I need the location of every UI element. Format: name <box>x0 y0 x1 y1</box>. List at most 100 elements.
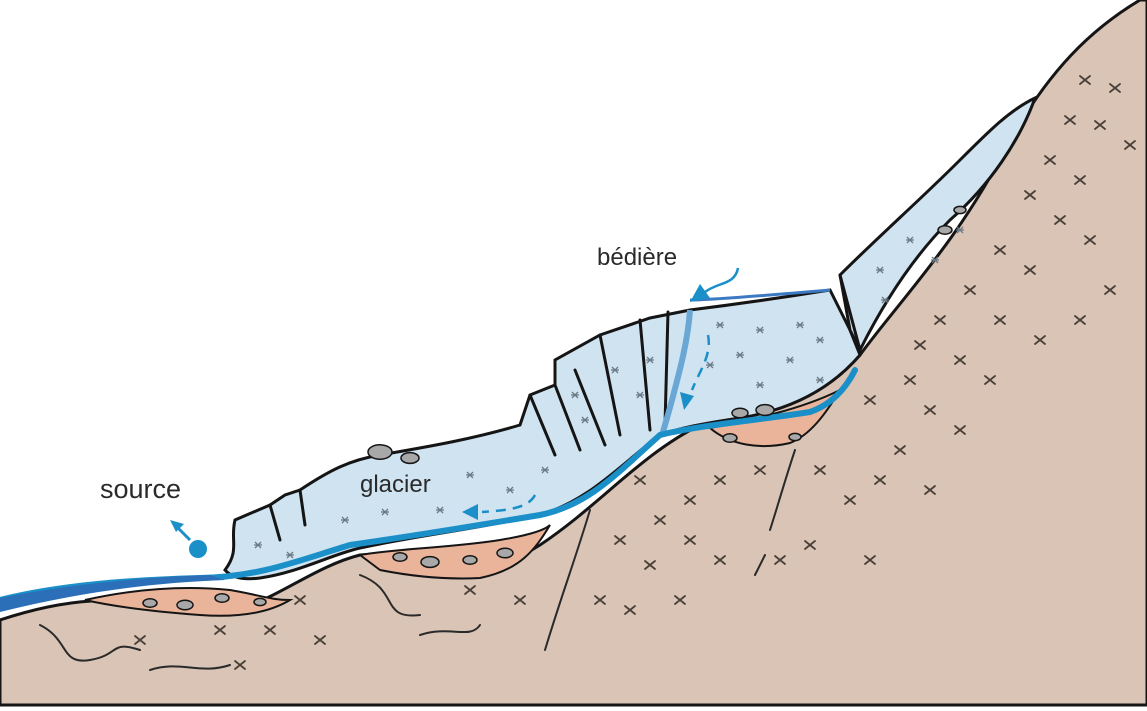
glacier-label: glacier <box>360 471 431 498</box>
ice-texture-mark <box>636 391 644 399</box>
ice-texture-mark <box>706 361 714 369</box>
bedrock-cross <box>914 340 926 350</box>
bedrock-cross <box>1104 285 1116 295</box>
ice-texture-mark <box>381 508 389 516</box>
bedrock-cross <box>264 625 276 635</box>
ice-texture <box>254 226 964 559</box>
bedrock-cross <box>954 355 966 365</box>
bedrock-cross <box>294 595 306 605</box>
bedrock-cross <box>314 635 326 645</box>
bedrock-cross <box>1079 75 1091 85</box>
boulder <box>420 555 440 569</box>
bedrock-cross <box>754 465 766 475</box>
boulder <box>214 593 230 603</box>
ice-texture-mark <box>254 541 262 549</box>
bedrock-cross <box>1024 190 1036 200</box>
ice-texture-mark <box>756 381 764 389</box>
bedrock-cross <box>924 405 936 415</box>
bedrock-cross <box>1074 175 1086 185</box>
crevasses <box>268 273 862 542</box>
boulder <box>731 407 749 419</box>
ice-texture-mark <box>816 336 824 344</box>
bedrock-cross <box>924 485 936 495</box>
bedrock-cross <box>614 535 626 545</box>
boulder <box>953 205 967 215</box>
boulder <box>722 433 738 443</box>
ice-texture-mark <box>611 366 619 374</box>
bedrock-cross <box>594 595 606 605</box>
bedrock-cross <box>1124 140 1136 150</box>
ice-texture-mark <box>506 486 514 494</box>
ice-texture-mark <box>541 466 549 474</box>
ice-texture-mark <box>466 471 474 479</box>
bedrock-cross <box>464 585 476 595</box>
boulder <box>400 451 420 465</box>
bedrock-cross <box>214 625 226 635</box>
bediere-label: bédière <box>597 244 677 271</box>
bedrock-cross <box>864 395 876 405</box>
bedrock-cross <box>1109 83 1121 93</box>
boulder <box>462 555 478 565</box>
ice-texture-mark <box>756 326 764 334</box>
bedrock-cross <box>234 660 246 670</box>
ice-texture-mark <box>816 376 824 384</box>
outflow-water <box>0 575 225 612</box>
bedrock-cross <box>1094 120 1106 130</box>
bedrock-cross <box>134 635 146 645</box>
moulin-channel <box>659 309 693 436</box>
water-flow-arrow <box>680 334 711 410</box>
boulders <box>142 205 967 611</box>
ice-texture-mark <box>786 356 794 364</box>
bedrock-cross <box>634 475 646 485</box>
bedrock-cross <box>684 495 696 505</box>
ice-texture-mark <box>341 516 349 524</box>
bedrock-cross <box>654 515 666 525</box>
bedrock-cross <box>1034 335 1046 345</box>
ice-texture-mark <box>436 506 444 514</box>
bedrock-texture-crosses <box>114 75 1136 670</box>
ice-texture-mark <box>956 226 964 234</box>
ice-texture-mark <box>571 391 579 399</box>
bedrock-cross <box>954 425 966 435</box>
boulder <box>253 597 267 607</box>
bedrock-cross <box>1044 155 1056 165</box>
boulder <box>755 403 775 417</box>
boulder <box>392 552 408 562</box>
boulder <box>496 547 514 559</box>
bedrock-cross <box>714 475 726 485</box>
water-flow-arrow <box>462 494 537 520</box>
boulder <box>367 444 393 460</box>
ice-texture-mark <box>286 551 294 559</box>
bedrock-cross <box>684 535 696 545</box>
bedrock-cross <box>1084 235 1096 245</box>
bedrock-cross <box>994 245 1006 255</box>
bedrock-cross <box>644 560 656 570</box>
bedrock-cross <box>1074 315 1086 325</box>
bedrock-cross <box>864 555 876 565</box>
bedrock-cross <box>774 555 786 565</box>
bedrock-cross <box>934 315 946 325</box>
bedrock-cross <box>984 375 996 385</box>
glacier-upper-ice <box>838 95 1038 354</box>
bedrock-cross <box>804 540 816 550</box>
bedrock-cross <box>964 285 976 295</box>
bedrock-cross <box>894 445 906 455</box>
boulder <box>788 432 802 442</box>
ice-texture-mark <box>876 266 884 274</box>
water-flow-arrow <box>690 267 740 302</box>
ice-texture-mark <box>796 321 804 329</box>
bedrock-cross <box>714 555 726 565</box>
boulder <box>937 225 953 235</box>
bedrock-cross <box>814 465 826 475</box>
bedrock-cross <box>1054 215 1066 225</box>
source-spring-icon <box>170 520 207 558</box>
bedrock-cross <box>1064 115 1076 125</box>
ice-texture-mark <box>931 256 939 264</box>
bedrock-cross <box>874 475 886 485</box>
bedrock-cross <box>1024 265 1036 275</box>
ice-texture-mark <box>581 416 589 424</box>
bedrock-cross <box>844 495 856 505</box>
boulder <box>176 599 194 611</box>
boulder <box>142 598 158 608</box>
